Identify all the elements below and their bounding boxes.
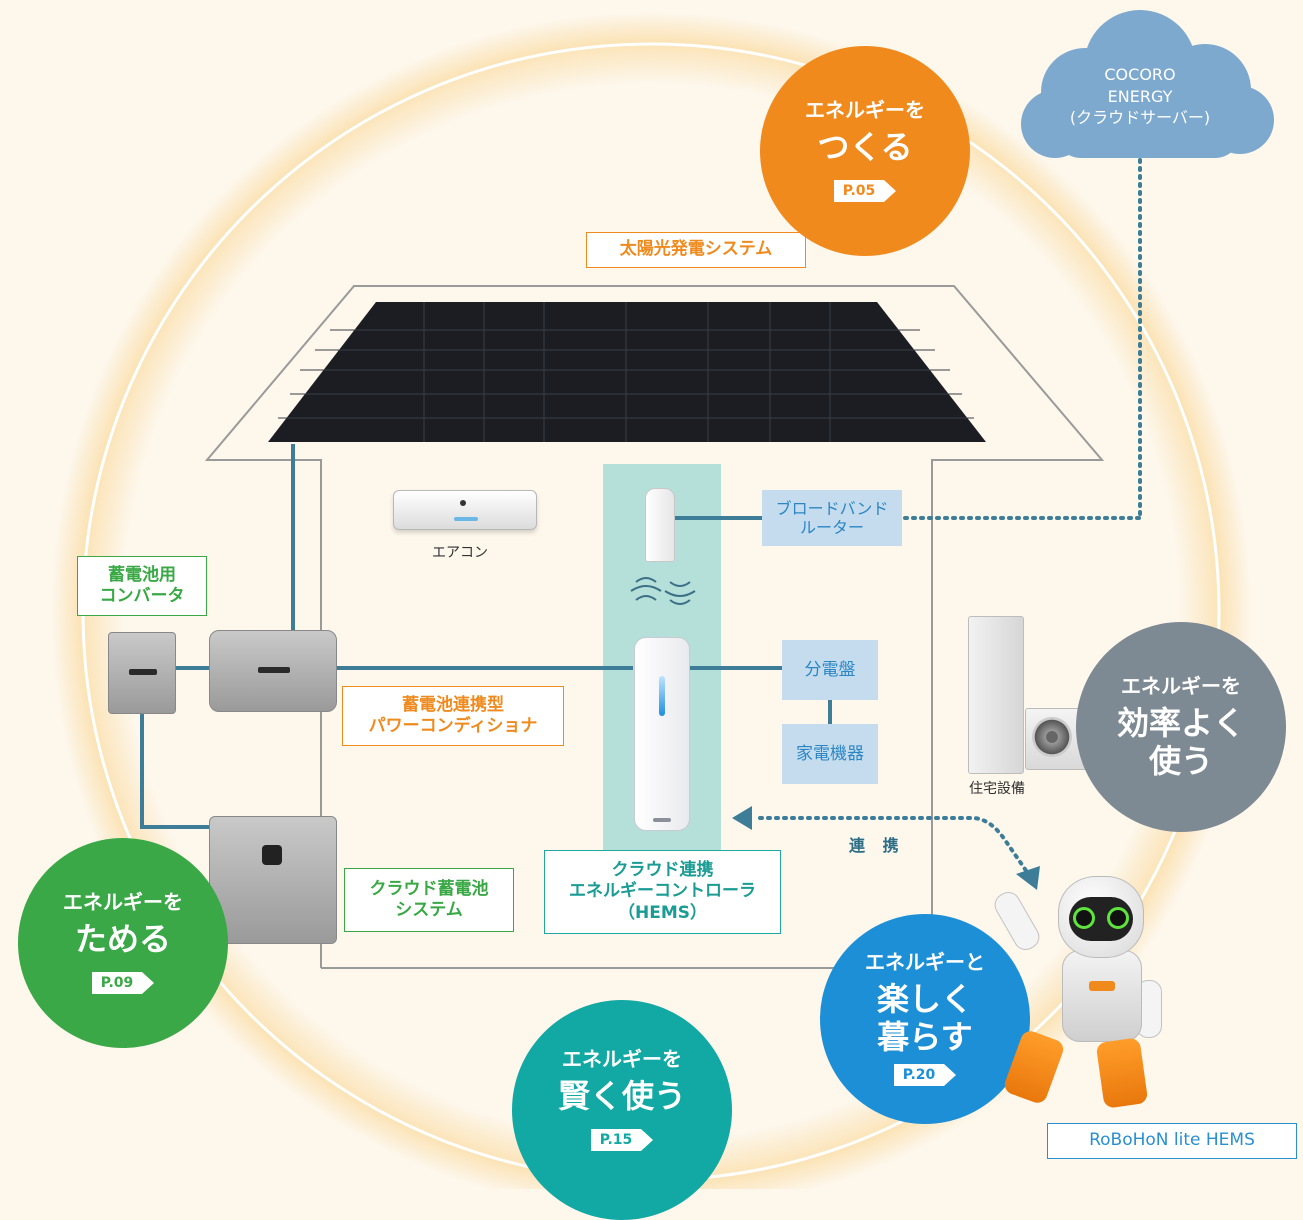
arrow-right-icon bbox=[641, 1129, 654, 1152]
system-diagram-lines bbox=[140, 10, 1274, 969]
cloud-battery-label: クラウド蓄電池 システム bbox=[344, 868, 514, 932]
battery-converter-device bbox=[108, 632, 176, 714]
circle-smart-main: 賢く使う bbox=[557, 1076, 686, 1115]
circle-efficient-sub: エネルギーを bbox=[1121, 673, 1241, 698]
aircon-caption: エアコン bbox=[432, 545, 488, 561]
circle-efficient-main: 効率よく 使う bbox=[1116, 703, 1245, 780]
page-link-smart[interactable]: P.15 bbox=[590, 1127, 654, 1153]
page-link-fun[interactable]: P.20 bbox=[893, 1062, 957, 1088]
power-conditioner-device bbox=[209, 630, 337, 712]
air-conditioner bbox=[393, 490, 537, 530]
page-link-make[interactable]: P.05 bbox=[833, 178, 897, 204]
cloud-shape bbox=[1021, 10, 1274, 158]
link-label: 連 携 bbox=[849, 836, 905, 855]
arrow-right-icon bbox=[884, 180, 897, 203]
circle-store-energy[interactable]: エネルギーを ためる P.09 bbox=[18, 838, 228, 1048]
robohon-label: RoBoHoN lite HEMS bbox=[1047, 1123, 1297, 1159]
circle-make-sub: エネルギーを bbox=[805, 97, 925, 122]
circle-store-main: ためる bbox=[74, 919, 171, 958]
circle-make-main: つくる bbox=[817, 127, 913, 166]
broadband-router-device bbox=[645, 488, 675, 562]
battery-indicator-icon bbox=[262, 845, 282, 865]
circle-make-energy[interactable]: エネルギーを つくる P.05 bbox=[760, 46, 970, 256]
cloud-battery-device bbox=[209, 816, 337, 944]
circle-efficient-use[interactable]: エネルギーを 効率よく 使う bbox=[1076, 622, 1286, 832]
circle-smart-use[interactable]: エネルギーを 賢く使う P.15 bbox=[512, 1000, 732, 1220]
hems-label: クラウド連携 エネルギーコントローラ （HEMS） bbox=[544, 850, 781, 934]
circle-fun-living[interactable]: エネルギーと 楽しく 暮らす P.20 bbox=[820, 914, 1030, 1124]
cloud-server-label: COCORO ENERGY (クラウドサーバー) bbox=[1069, 65, 1211, 128]
router-label: ブロードバンド ルーター bbox=[762, 490, 902, 546]
solar-panels bbox=[268, 302, 986, 442]
circle-fun-main: 楽しく 暮らす bbox=[876, 979, 973, 1056]
fan-icon bbox=[1032, 717, 1072, 757]
water-heater-device bbox=[968, 616, 1024, 774]
circle-store-sub: エネルギーを bbox=[63, 889, 183, 914]
page-link-store[interactable]: P.09 bbox=[91, 970, 155, 996]
power-conditioner-label: 蓄電池連携型 パワーコンディショナ bbox=[342, 686, 564, 746]
hems-controller-device bbox=[634, 637, 690, 831]
arrow-right-icon bbox=[142, 972, 155, 995]
solar-system-label: 太陽光発電システム bbox=[586, 232, 806, 268]
housing-equipment-caption: 住宅設備 bbox=[969, 781, 1025, 797]
arrow-right-icon bbox=[944, 1064, 957, 1087]
circle-smart-sub: エネルギーを bbox=[562, 1046, 682, 1071]
battery-converter-label: 蓄電池用 コンバータ bbox=[77, 556, 207, 616]
appliances-label: 家電機器 bbox=[782, 724, 878, 784]
house-outline bbox=[204, 285, 1105, 968]
circle-fun-sub: エネルギーと bbox=[865, 949, 985, 974]
distribution-board-label: 分電盤 bbox=[782, 640, 878, 700]
